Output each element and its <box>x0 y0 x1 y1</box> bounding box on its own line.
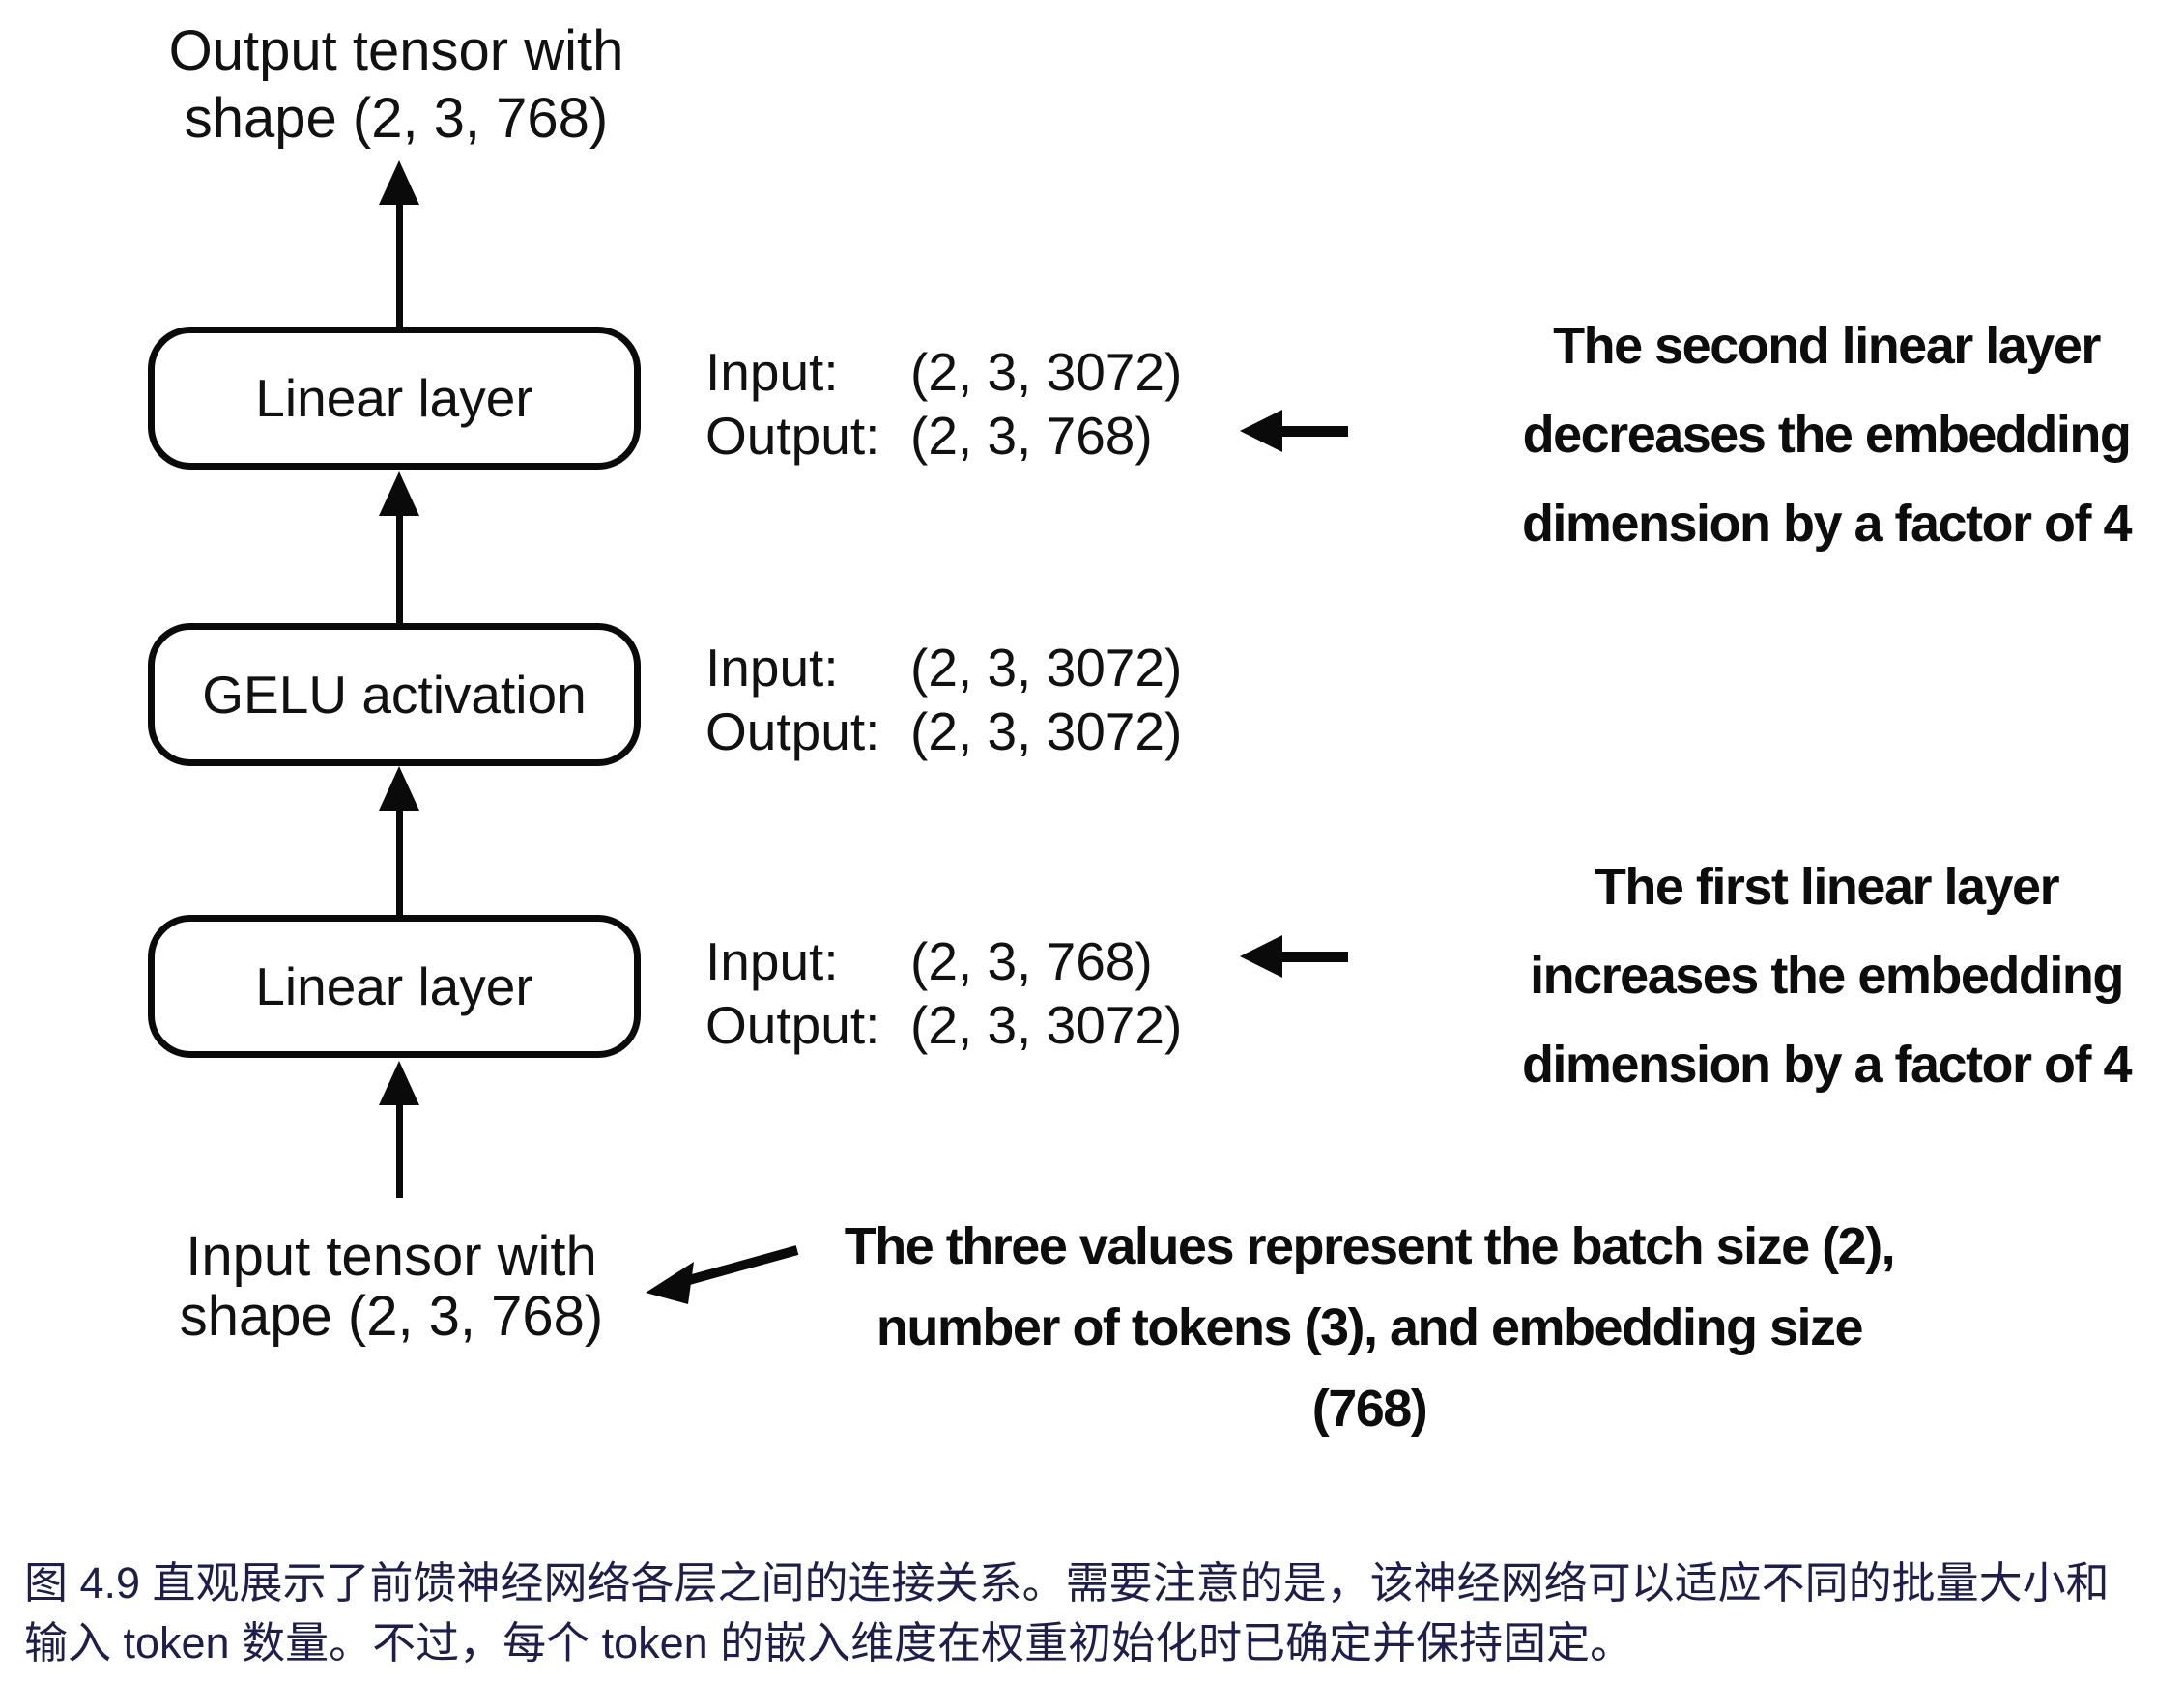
output-tensor-line1: Output tensor with <box>168 19 624 82</box>
io-output-row: Output: (2, 3, 768) <box>705 406 1153 466</box>
input-tensor-line1: Input tensor with <box>186 1225 597 1288</box>
figure-caption: 图 4.9 直观展示了前馈神经网络各层之间的连接关系。需要注意的是，该神经网络可… <box>24 1553 2174 1673</box>
note-second-linear: The second linear layer decreases the em… <box>1521 317 2133 553</box>
arrow-up-icon <box>379 1061 419 1105</box>
io-input-row: Input: (2, 3, 3072) <box>705 342 1183 402</box>
caption-line1: 图 4.9 直观展示了前馈神经网络各层之间的连接关系。需要注意的是，该神经网络可… <box>24 1558 2110 1608</box>
arrow-left-icon <box>1240 935 1282 978</box>
io-input-row: Input: (2, 3, 3072) <box>705 638 1183 698</box>
annotation-arrow-input-tensor <box>646 1245 799 1304</box>
flow-arrow-middle-top <box>378 471 420 626</box>
output-tensor-line2: shape (2, 3, 768) <box>184 87 609 150</box>
input-tensor-label: Input tensor with shape (2, 3, 768) <box>101 1227 681 1347</box>
flow-arrow-top <box>378 160 420 327</box>
arrow-up-icon <box>379 160 419 205</box>
annotation-arrow-first-linear <box>1240 934 1348 979</box>
gelu-activation-box: GELU activation <box>148 623 641 766</box>
note-input-values: The three values represent the batch siz… <box>844 1217 1896 1438</box>
annotation-arrow-second-linear <box>1240 409 1348 453</box>
caption-line2: 输入 token 数量。不过，每个 token 的嵌入维度在权重初始化时已确定并… <box>24 1618 1634 1667</box>
linear-layer-box-top: Linear layer <box>148 327 641 470</box>
output-tensor-label: Output tensor with shape (2, 3, 768) <box>106 17 686 153</box>
io-shapes-top: Input: (2, 3, 3072) Output: (2, 3, 768) <box>705 340 1182 468</box>
linear-layer-box-bottom: Linear layer <box>148 915 641 1058</box>
input-tensor-line2: shape (2, 3, 768) <box>179 1285 604 1348</box>
arrow-up-icon <box>379 766 419 811</box>
gelu-activation-label: GELU activation <box>202 665 587 725</box>
io-input-row: Input: (2, 3, 768) <box>705 931 1153 991</box>
io-output-row: Output: (2, 3, 3072) <box>705 995 1183 1055</box>
arrow-left-icon <box>646 1262 694 1304</box>
arrow-up-icon <box>379 471 419 516</box>
linear-layer-bottom-label: Linear layer <box>255 956 533 1016</box>
io-output-row: Output: (2, 3, 3072) <box>705 701 1183 761</box>
note-first-linear: The first linear layer increases the emb… <box>1521 858 2133 1094</box>
flow-arrow-bottom <box>378 1061 420 1198</box>
linear-layer-top-label: Linear layer <box>255 368 533 428</box>
io-shapes-bottom: Input: (2, 3, 768) Output: (2, 3, 3072) <box>705 929 1182 1057</box>
flow-arrow-middle-bottom <box>378 766 420 918</box>
arrow-left-icon <box>1240 410 1282 452</box>
io-shapes-gelu: Input: (2, 3, 3072) Output: (2, 3, 3072) <box>705 636 1182 763</box>
